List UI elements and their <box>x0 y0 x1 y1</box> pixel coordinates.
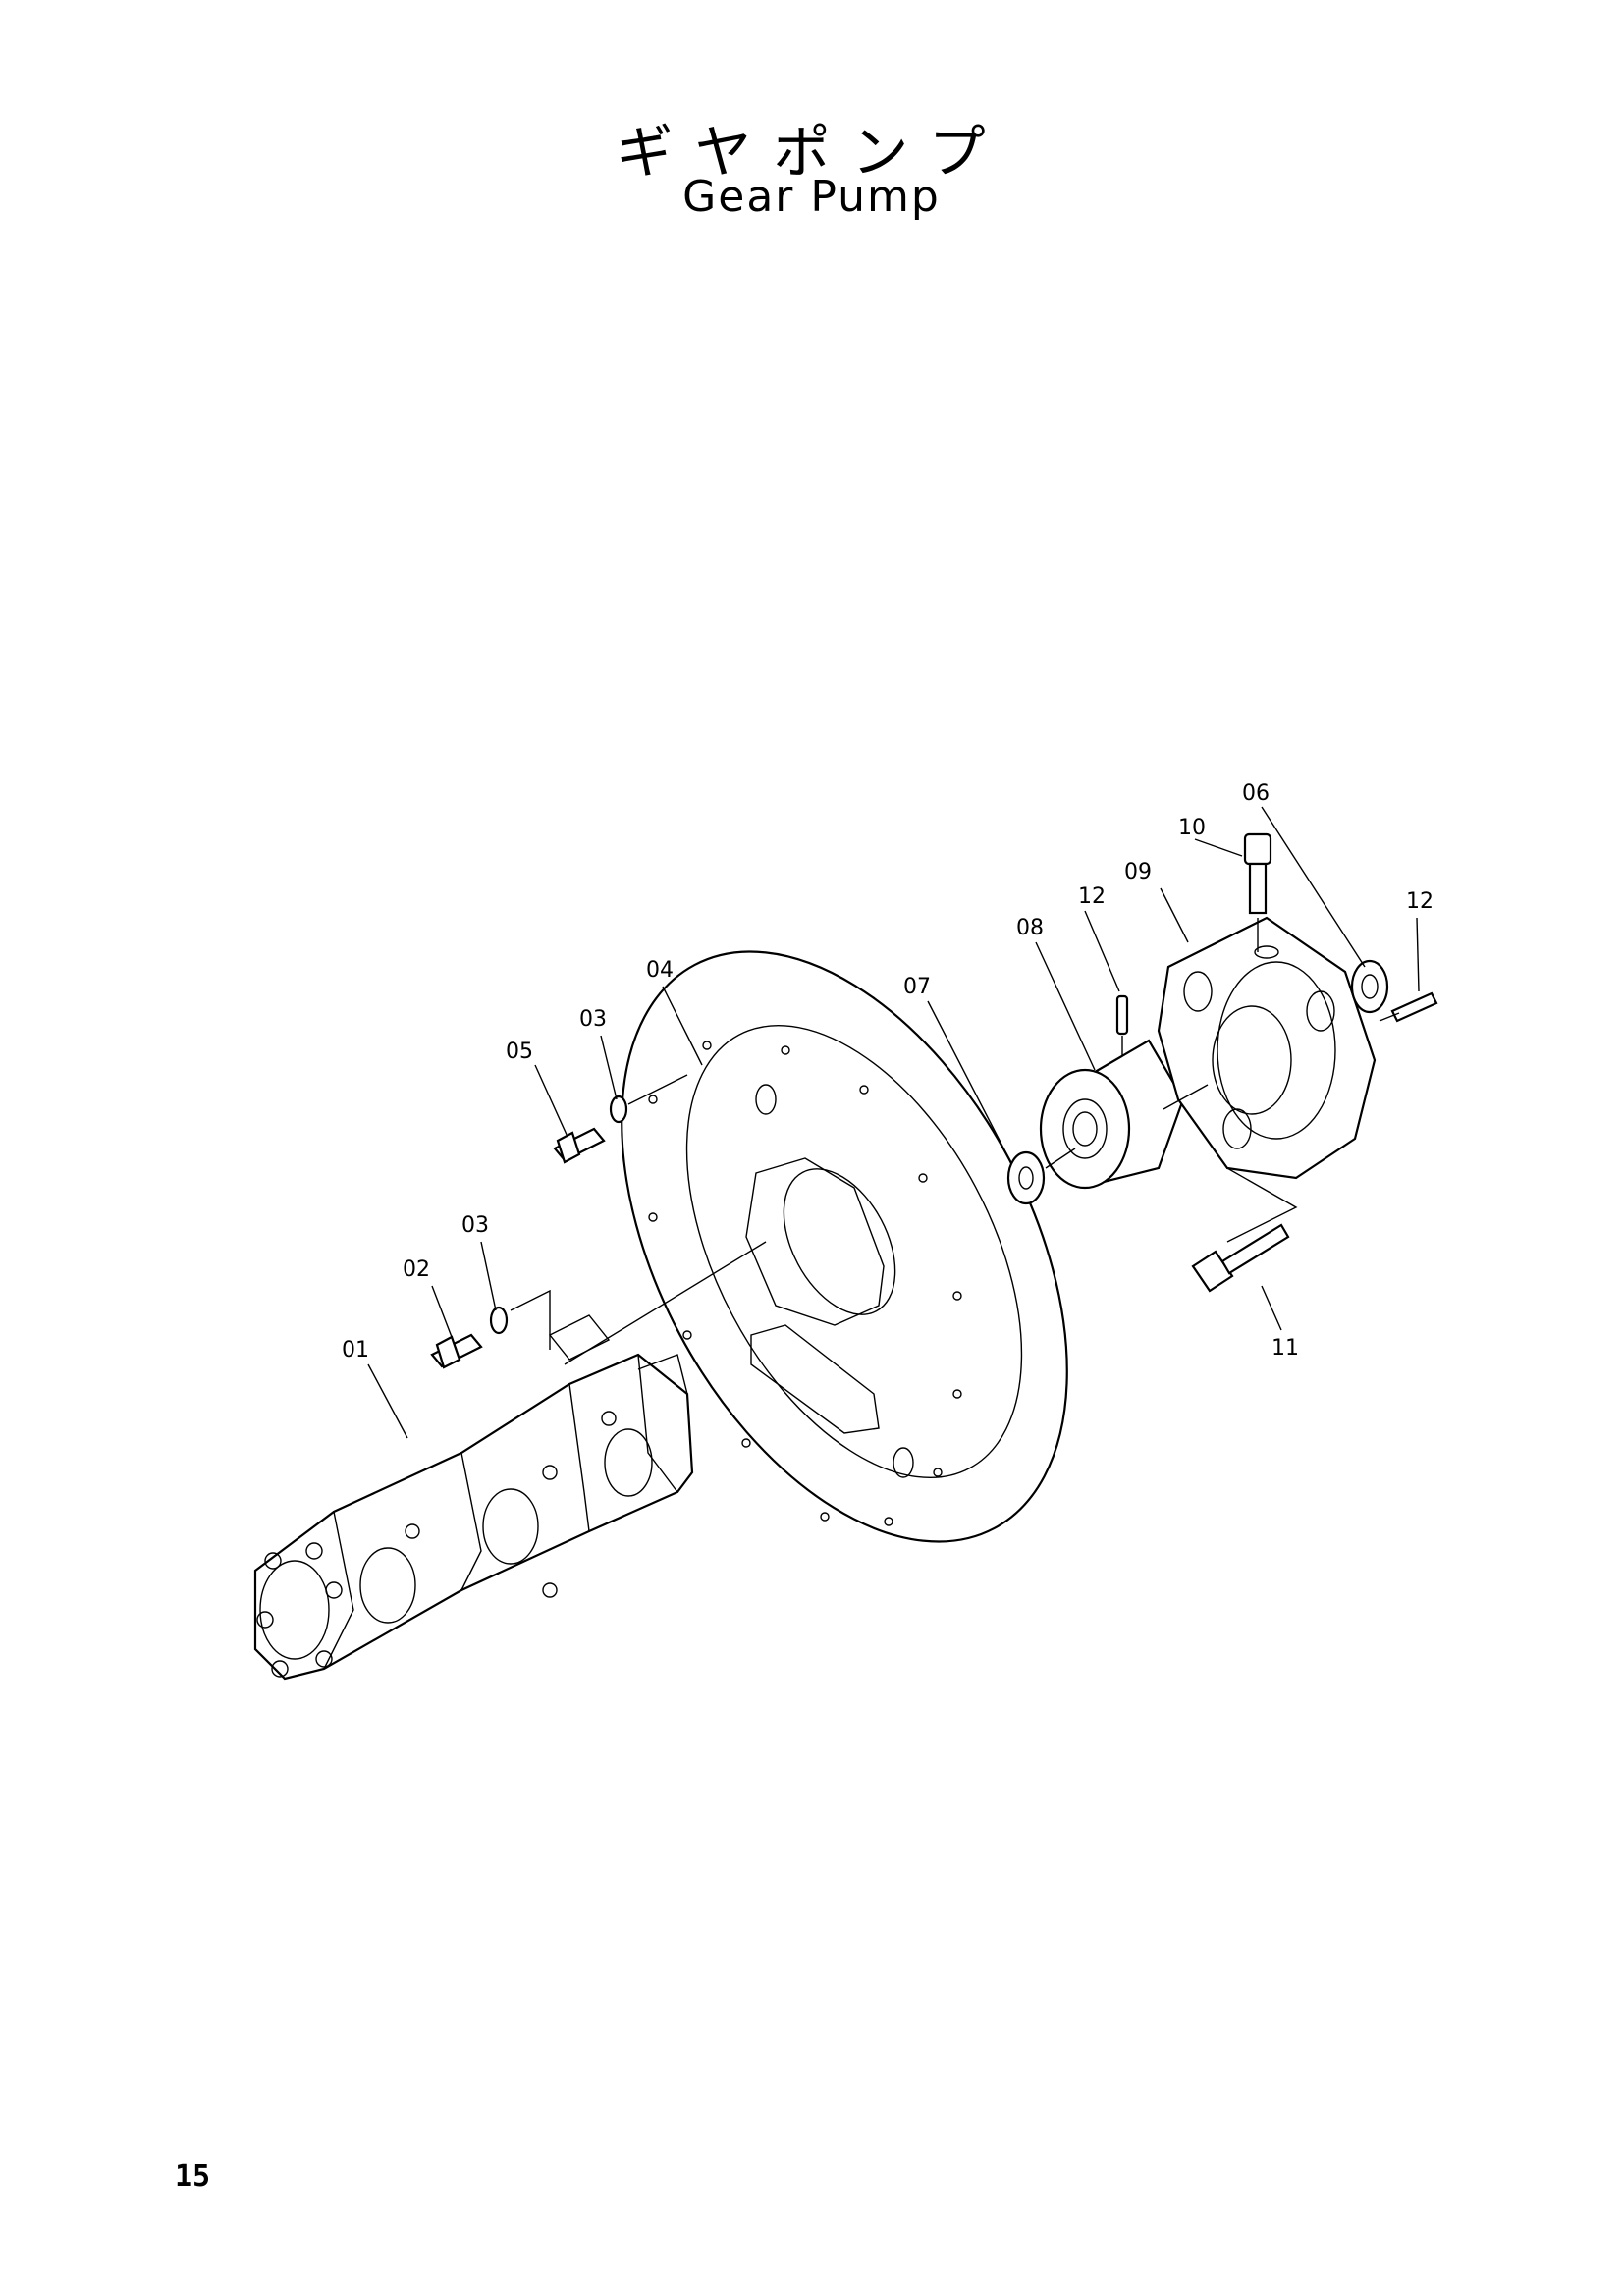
assembly-lines <box>510 918 1400 1365</box>
spring-pin-12-right <box>1390 991 1438 1023</box>
callout-12-left: 12 <box>1078 884 1106 909</box>
callout-09: 09 <box>1124 860 1152 884</box>
leader-lines <box>367 806 1420 1439</box>
page-title-japanese: ギヤポンプ <box>616 119 1007 186</box>
callout-01: 01 <box>342 1338 369 1362</box>
callout-11: 11 <box>1271 1336 1299 1361</box>
page-title-english: Gear Pump <box>682 172 941 222</box>
washer-03-upper <box>609 1095 628 1124</box>
washer-07 <box>1006 1150 1046 1205</box>
page-number: 15 <box>175 2160 211 2194</box>
callout-03-upper: 03 <box>579 1007 607 1032</box>
coupling-element-09 <box>1157 916 1377 1180</box>
bolt-05 <box>553 1127 606 1164</box>
gear-pump-body <box>253 1314 694 1681</box>
callout-12-right: 12 <box>1406 889 1434 914</box>
socket-bolt-10 <box>1243 832 1272 915</box>
callout-06: 06 <box>1242 781 1270 806</box>
spring-pin-12-left <box>1115 994 1129 1036</box>
callout-10: 10 <box>1178 816 1206 840</box>
bolt-02 <box>430 1333 483 1369</box>
washer-03-lower <box>489 1306 509 1335</box>
callout-08: 08 <box>1016 916 1044 940</box>
socket-bolt-11 <box>1191 1223 1290 1293</box>
callout-04: 04 <box>646 958 674 983</box>
coupling-hub-08 <box>1039 1039 1185 1190</box>
washer-06 <box>1350 959 1389 1014</box>
callout-03-lower: 03 <box>461 1213 489 1238</box>
callout-02: 02 <box>403 1257 430 1282</box>
callout-07: 07 <box>903 975 931 999</box>
callout-05: 05 <box>506 1040 533 1064</box>
